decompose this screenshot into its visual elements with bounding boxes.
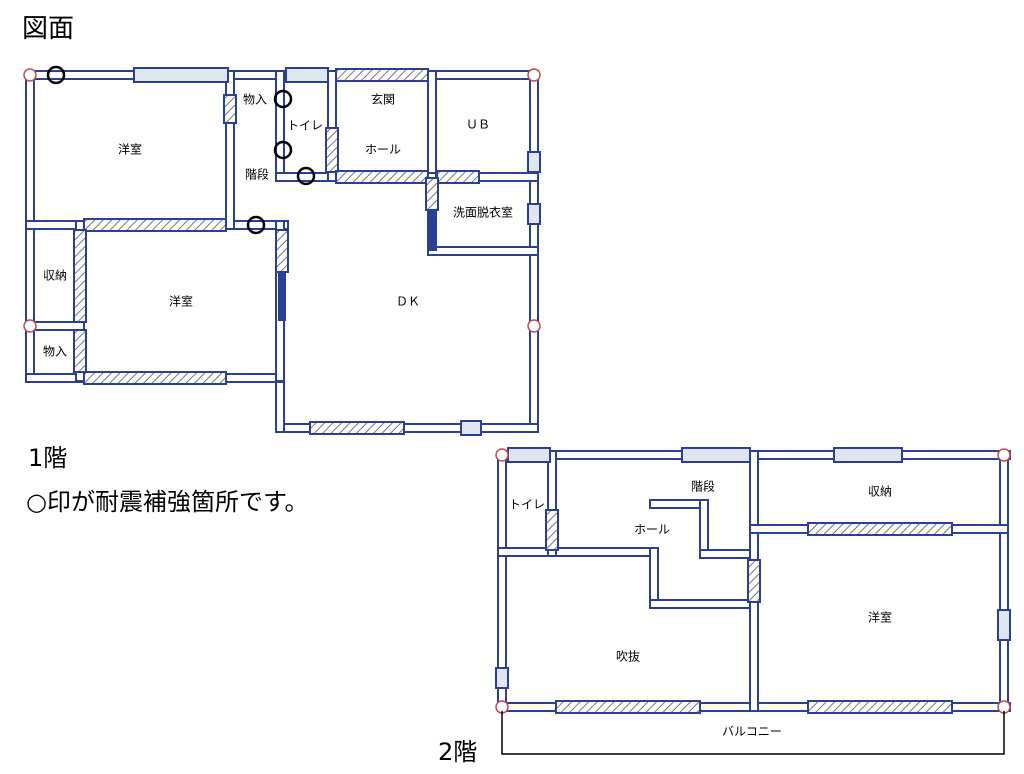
window	[133, 67, 229, 83]
window	[833, 447, 903, 463]
room-label-senmen: 洗面脱衣室	[453, 205, 513, 220]
room-label-ub: ＵＢ	[466, 118, 490, 132]
wall	[649, 599, 759, 609]
room-label-monoire-top: 物入	[243, 93, 267, 107]
reinforced-wall	[545, 509, 559, 551]
window	[527, 203, 541, 225]
window	[460, 420, 482, 436]
wall	[999, 450, 1009, 712]
reinforced-wall	[309, 421, 405, 435]
column	[23, 319, 37, 333]
reinforced-wall	[436, 170, 480, 184]
sliding-door	[429, 209, 437, 251]
wall	[225, 70, 235, 230]
reinforced-wall	[73, 329, 87, 373]
reinforced-wall	[83, 218, 227, 232]
room-label-2f-hall: ホール	[634, 523, 670, 537]
window	[495, 667, 509, 689]
reinforcement-marker	[273, 140, 293, 160]
reinforced-wall	[275, 229, 289, 273]
room-label-toilet: トイレ	[287, 119, 323, 133]
reinforced-wall	[335, 68, 429, 82]
floor1-columns	[23, 68, 541, 333]
room-label-2f-youshitsu: 洋室	[868, 610, 892, 625]
window	[997, 609, 1011, 641]
floor1-label: 1階	[28, 444, 68, 472]
wall	[427, 70, 437, 182]
room-label-youshitsu-sw: 洋室	[169, 294, 193, 309]
floor2-plan	[495, 447, 1011, 714]
page-title: 図面	[22, 14, 75, 44]
room-label-2f-kaidan: 階段	[691, 479, 715, 494]
reinforcement-marker	[246, 215, 266, 235]
room-label-2f-balcony: バルコニー	[722, 725, 782, 739]
reinforced-wall	[325, 127, 339, 173]
reinforced-wall	[83, 371, 227, 385]
column	[495, 448, 509, 462]
balcony-outline	[501, 711, 1005, 755]
wall	[327, 70, 337, 182]
window	[527, 151, 541, 173]
column	[527, 68, 541, 82]
window	[285, 67, 329, 83]
sliding-door	[278, 269, 286, 321]
room-label-2f-toilet: トイレ	[509, 498, 545, 512]
window	[681, 447, 751, 463]
floor1-reinforcement-markers	[46, 65, 316, 235]
room-label-2f-shuno: 収納	[868, 485, 892, 499]
room-label-youshitsu-nw: 洋室	[118, 142, 142, 157]
reinforcement-note: ○印が耐震補強箇所です。	[26, 488, 309, 516]
reinforced-wall	[335, 170, 429, 184]
reinforcement-marker	[273, 89, 293, 109]
column	[527, 319, 541, 333]
wall	[497, 547, 659, 557]
reinforced-wall	[73, 229, 87, 323]
reinforced-wall	[807, 522, 953, 536]
room-label-genkan: 玄関	[371, 92, 395, 107]
floor1-plan	[25, 67, 541, 436]
wall	[427, 246, 539, 256]
reinforcement-marker	[296, 166, 316, 186]
room-label-shuno: 収納	[43, 269, 67, 283]
column	[997, 448, 1011, 462]
room-label-dk: ＤＫ	[396, 295, 420, 309]
wall	[547, 450, 557, 557]
reinforced-wall	[223, 94, 237, 124]
floor2-label: 2階	[438, 738, 478, 766]
room-label-2f-fukinuke: 吹抜	[616, 650, 640, 664]
reinforced-wall	[425, 177, 439, 211]
reinforced-wall	[747, 559, 761, 603]
reinforced-wall	[807, 700, 953, 714]
column	[23, 68, 37, 82]
window	[507, 447, 551, 463]
reinforced-wall	[555, 700, 701, 714]
reinforcement-marker	[46, 65, 66, 85]
room-label-monoire-bottom: 物入	[43, 345, 67, 359]
wall	[275, 70, 285, 182]
room-label-hall: ホール	[365, 143, 401, 157]
room-label-kaidan: 階段	[245, 167, 269, 182]
